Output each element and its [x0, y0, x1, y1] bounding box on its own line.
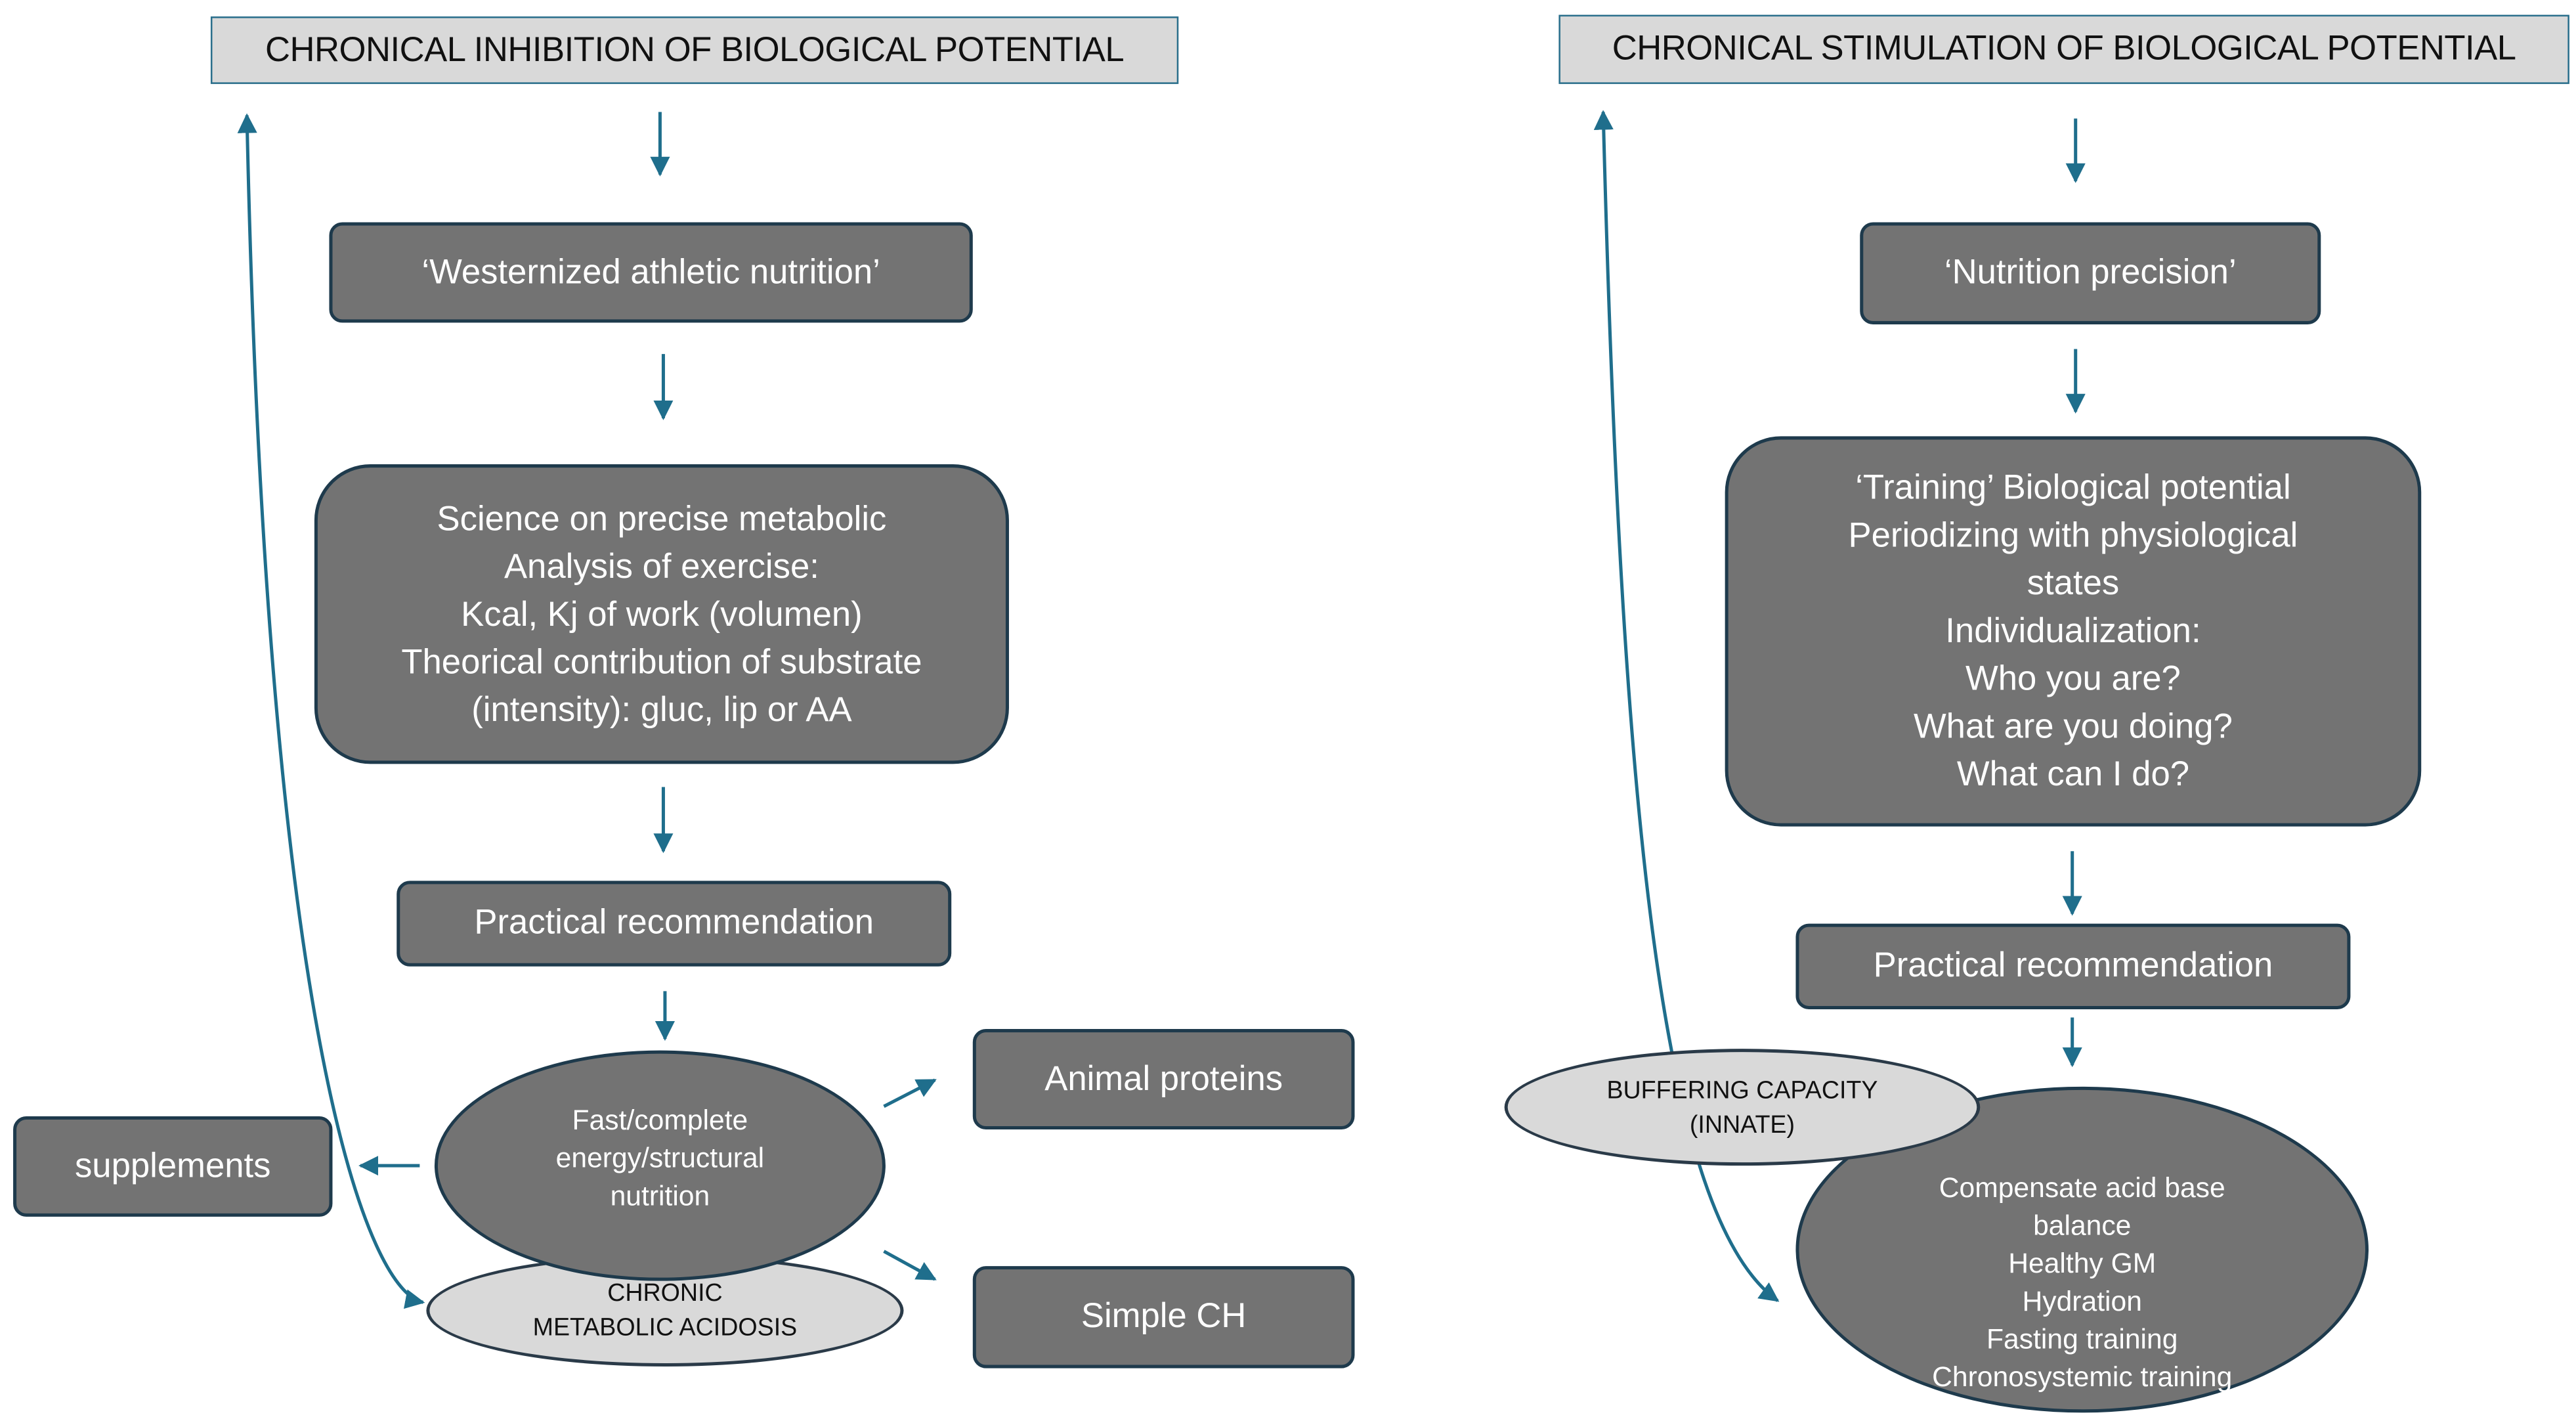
fast-line: energy/structural	[555, 1141, 765, 1173]
training-line: Who you are?	[1965, 660, 2181, 699]
right-header: CHRONICAL STIMULATION OF BIOLOGICAL POTE…	[1558, 14, 2569, 84]
training-line: Individualization:	[1945, 612, 2201, 651]
buffering-line: (INNATE)	[1689, 1110, 1795, 1139]
training-line: What are you doing?	[1913, 708, 2233, 746]
left-practical-recommendation-box: Practical recommendation	[397, 881, 952, 967]
supplements-box: supplements	[13, 1116, 333, 1217]
compensate-line: Compensate acid base	[1939, 1172, 2225, 1204]
training-biological-potential-box: ‘Training’ Biological potential Periodiz…	[1725, 436, 2422, 827]
science-line: Kcal, Kj of work (volumen)	[461, 595, 863, 634]
fast-line: nutrition	[610, 1179, 710, 1212]
acidosis-line: CHRONIC	[607, 1279, 723, 1307]
science-line: Science on precise metabolic	[437, 499, 887, 538]
science-metabolic-box: Science on precise metabolic Analysis of…	[314, 464, 1009, 764]
training-line: ‘Training’ Biological potential	[1855, 469, 2291, 508]
compensate-line: balance	[2033, 1210, 2132, 1242]
fast-line: Fast/complete	[572, 1104, 748, 1135]
left-header: CHRONICAL INHIBITION OF BIOLOGICAL POTEN…	[210, 16, 1179, 84]
westernized-nutrition-box: ‘Westernized athletic nutrition’	[329, 222, 973, 323]
science-line: (intensity): gluc, lip or AA	[471, 690, 852, 729]
buffering-line: BUFFERING CAPACITY	[1606, 1076, 1878, 1104]
simple-ch-box: Simple CH	[972, 1266, 1355, 1368]
compensate-line: Fasting training	[1986, 1323, 2178, 1355]
compensate-line: Chronosystemic training	[1932, 1361, 2233, 1393]
compensate-line: Healthy GM	[2008, 1248, 2157, 1280]
arrow-compensate-to-header-loop	[1593, 110, 1780, 1302]
training-line: states	[2027, 565, 2120, 603]
buffering-capacity-oval: BUFFERING CAPACITY (INNATE)	[1504, 1049, 1981, 1166]
animal-proteins-box: Animal proteins	[972, 1029, 1355, 1130]
fast-complete-nutrition-oval: Fast/complete energy/structural nutritio…	[434, 1050, 886, 1281]
training-line: What can I do?	[1956, 755, 2190, 794]
science-line: Analysis of exercise:	[504, 547, 819, 586]
chronic-metabolic-acidosis-oval: CHRONIC METABOLIC ACIDOSIS	[426, 1254, 904, 1367]
training-line: Periodizing with physiological	[1848, 517, 2298, 555]
acidosis-line: METABOLIC ACIDOSIS	[532, 1313, 798, 1342]
arrow-fast-to-simple-ch	[883, 1250, 937, 1281]
right-practical-recommendation-box: Practical recommendation	[1795, 923, 2351, 1009]
arrow-fast-to-animal-proteins	[883, 1078, 937, 1108]
compensate-line: Hydration	[2022, 1286, 2142, 1317]
science-line: Theorical contribution of substrate	[401, 643, 922, 681]
arrow-acidosis-to-header-loop	[237, 113, 425, 1309]
nutrition-precision-box: ‘Nutrition precision’	[1860, 222, 2321, 324]
